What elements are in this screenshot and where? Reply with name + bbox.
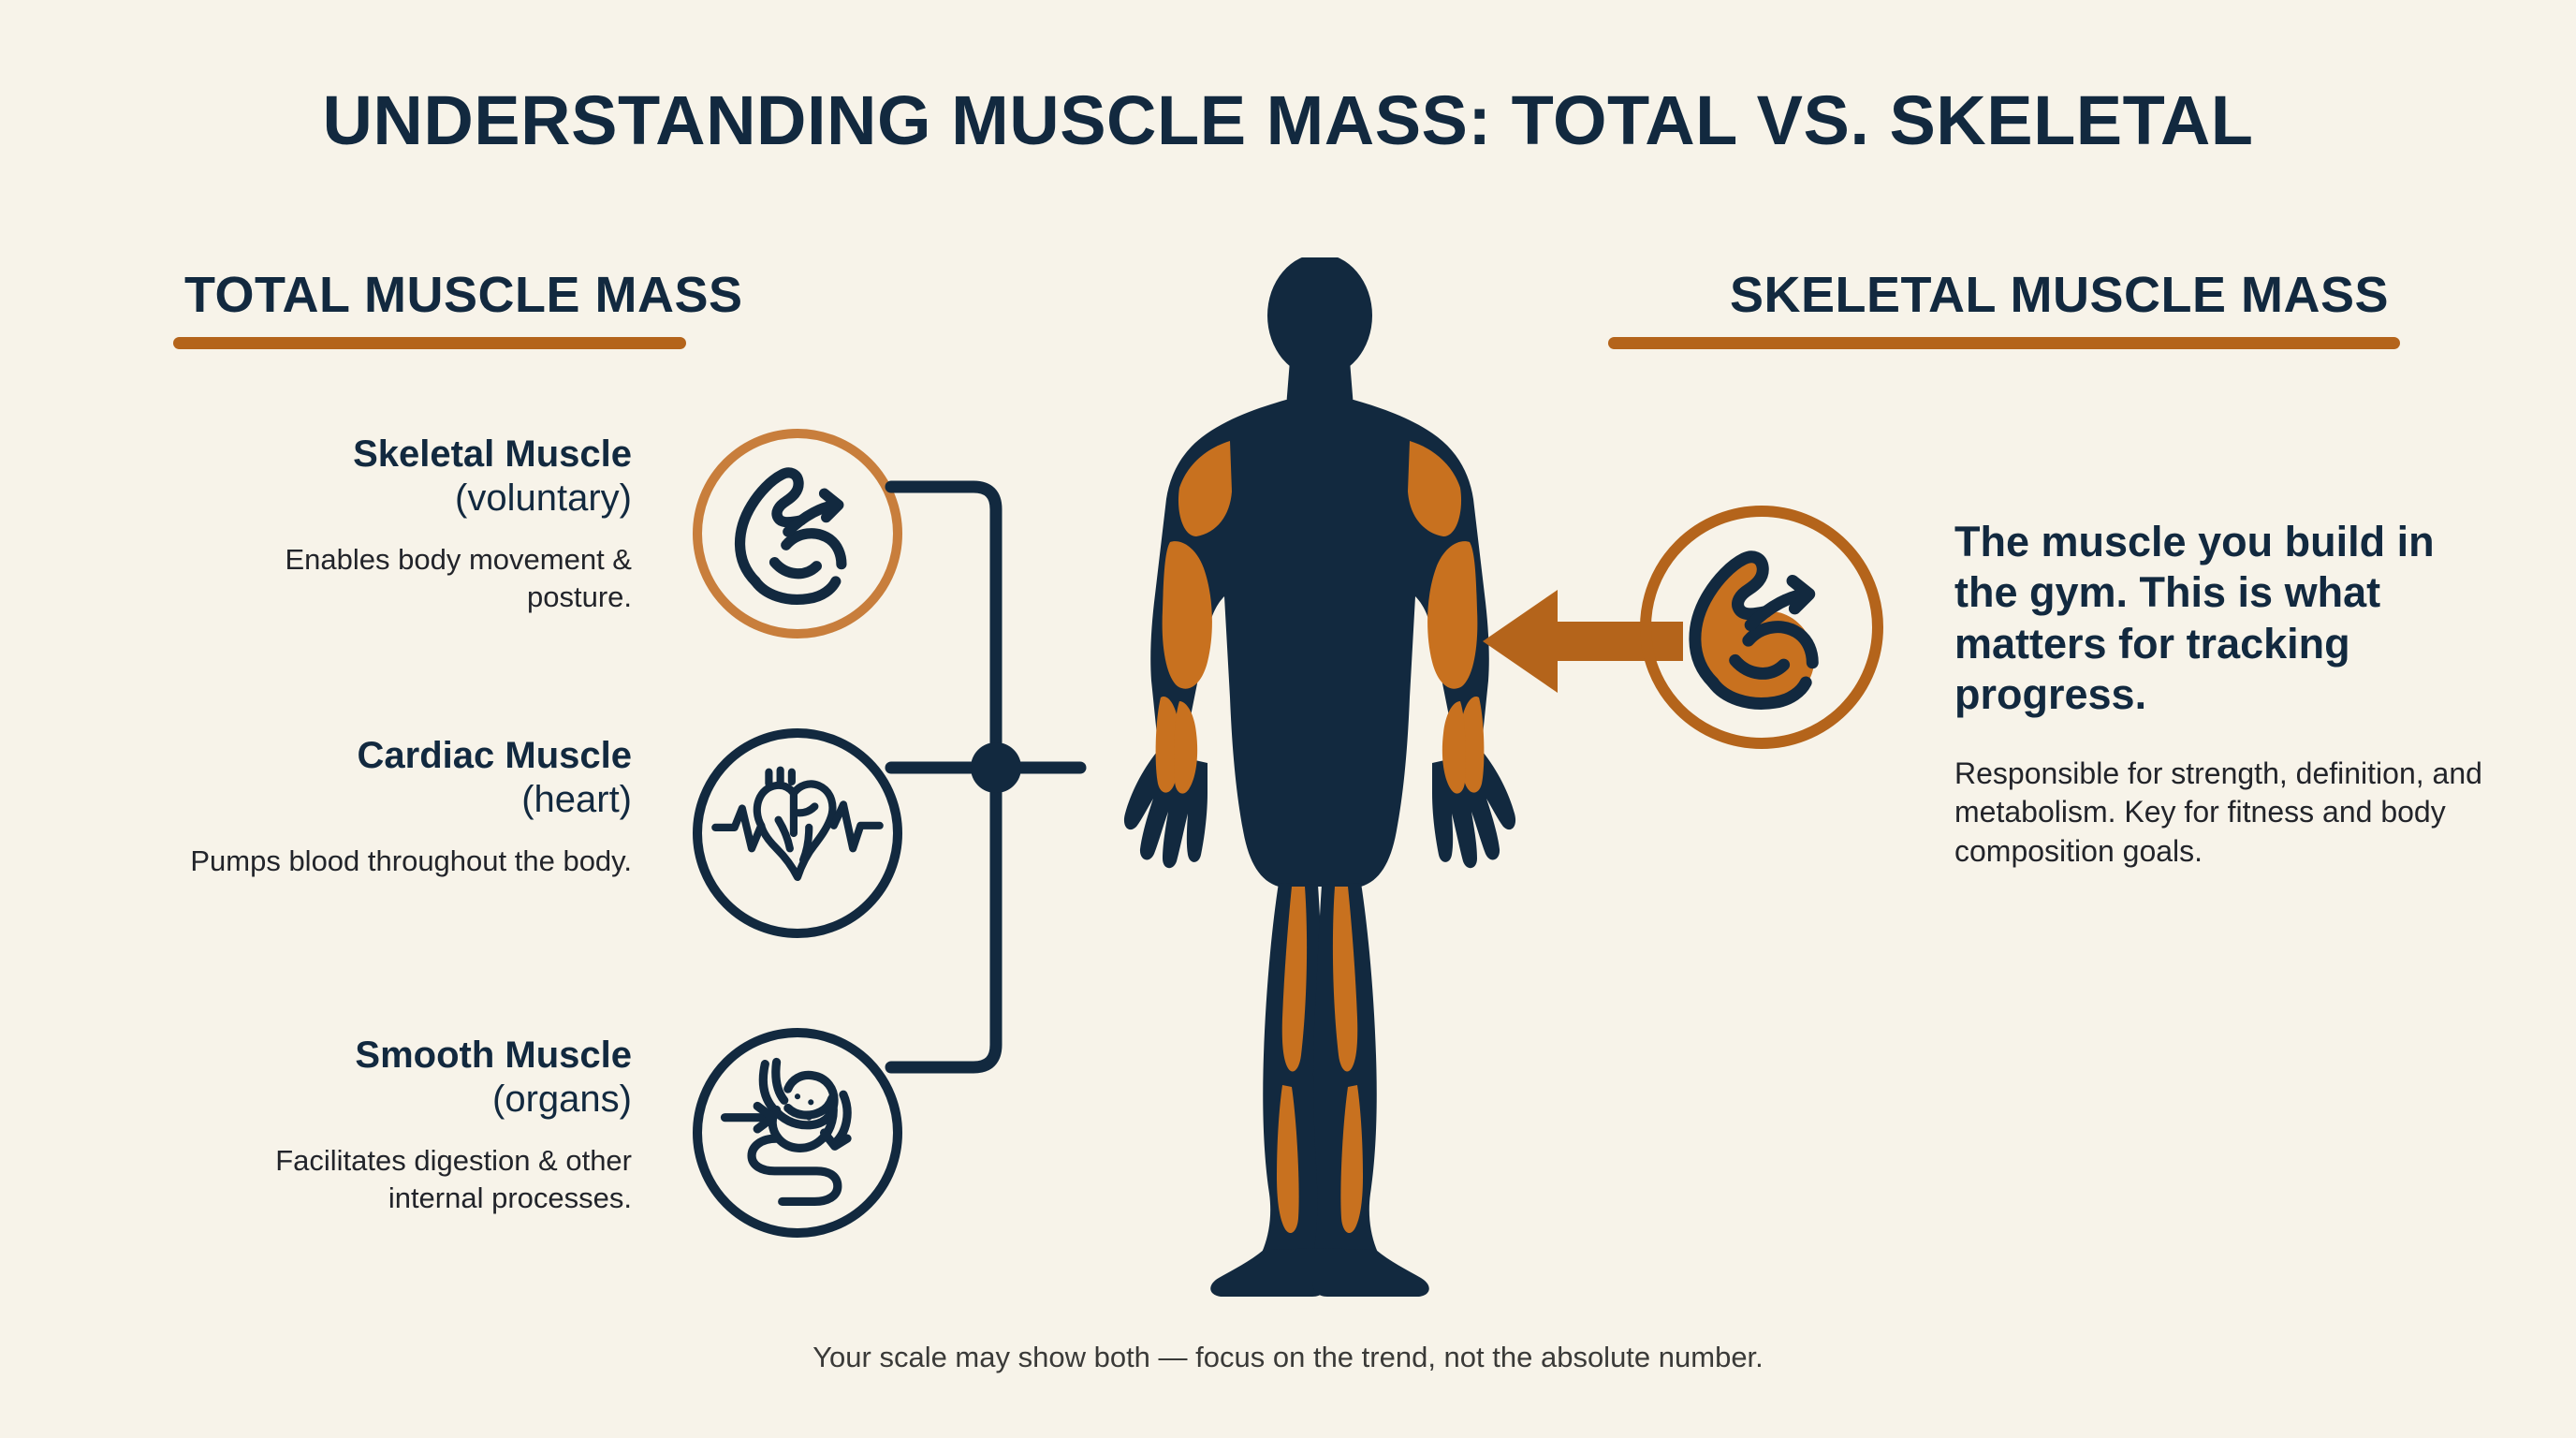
left-heading-underline (173, 337, 686, 349)
skeletal-muscle-highlights (1155, 441, 1485, 1234)
page-title: UNDERSTANDING MUSCLE MASS: TOTAL VS. SKE… (322, 81, 2254, 159)
heart-ekg-icon (693, 728, 902, 938)
item-title: Skeletal Muscle (353, 433, 632, 475)
stomach-digestion-icon (693, 1028, 902, 1238)
item-title: Smooth Muscle (355, 1034, 632, 1076)
left-item-smooth-muscle: Smooth Muscle (organs) Facilitates diges… (173, 1034, 632, 1217)
item-description: Enables body movement & posture. (285, 543, 633, 614)
flexed-bicep-icon-highlight (1640, 506, 1883, 749)
right-lead-text: The muscle you build in the gym. This is… (1954, 518, 2435, 719)
item-title: Cardiac Muscle (357, 735, 632, 776)
flexed-bicep-icon (693, 429, 902, 638)
item-description: Facilitates digestion & other internal p… (275, 1144, 632, 1215)
right-column-heading: SKELETAL MUSCLE MASS (1729, 267, 2389, 323)
item-subtitle: (heart) (521, 779, 632, 821)
left-arrow-icon (1477, 580, 1683, 702)
left-item-cardiac-muscle: Cardiac Muscle (heart) Pumps blood throu… (173, 734, 632, 880)
footer-note: Your scale may show both — focus on the … (812, 1341, 1764, 1373)
item-subtitle: (voluntary) (455, 477, 632, 520)
item-subtitle: (organs) (492, 1078, 632, 1121)
item-description: Pumps blood throughout the body. (190, 844, 632, 878)
right-body-text: Responsible for strength, definition, an… (1954, 756, 2482, 868)
left-column-heading: TOTAL MUSCLE MASS (184, 267, 743, 323)
right-heading-underline (1608, 337, 2400, 349)
connector-lines (880, 412, 1217, 1123)
right-text-column: The muscle you build in the gym. This is… (1954, 517, 2497, 872)
left-item-skeletal-muscle: Skeletal Muscle (voluntary) Enables body… (173, 433, 633, 616)
human-body-silhouette (1076, 257, 1563, 1320)
